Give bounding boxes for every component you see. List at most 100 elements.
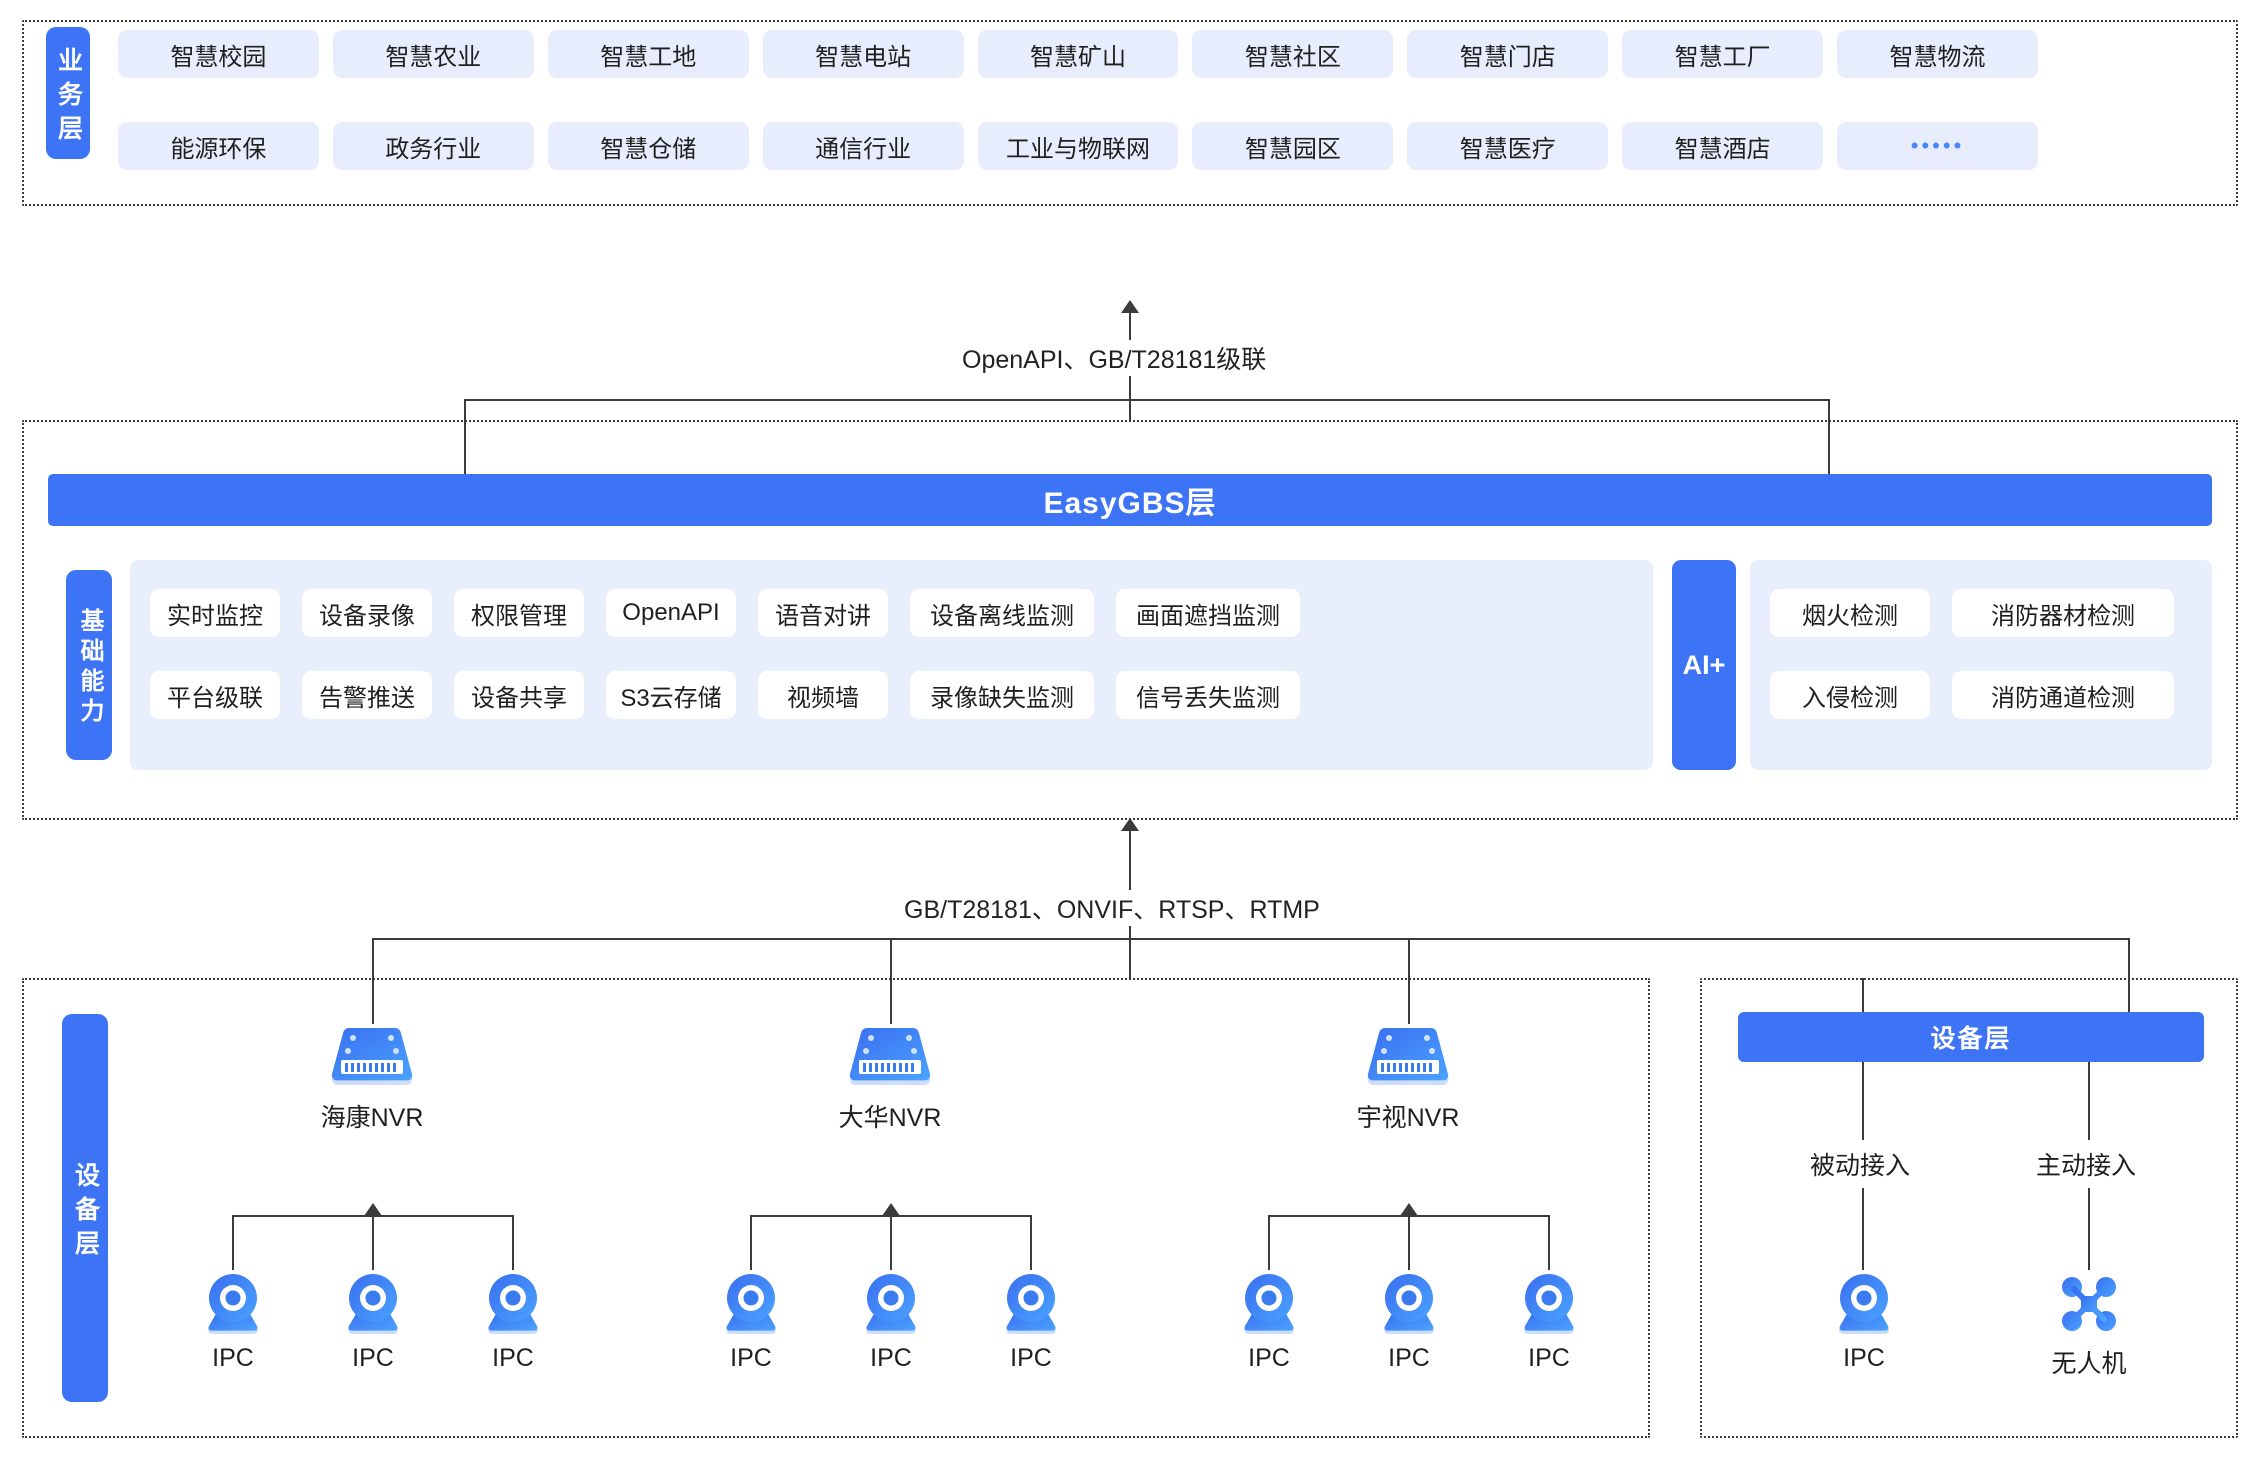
nvr-arrow-1 [364, 1203, 382, 1216]
ai-item[interactable]: 消防器材检测 [1952, 589, 2174, 637]
capability-item[interactable]: 实时监控 [150, 589, 280, 637]
device-layer-left-container [22, 978, 1650, 1438]
business-item[interactable]: 智慧矿山 [977, 30, 1179, 78]
business-item[interactable]: 智慧医疗 [1407, 122, 1609, 170]
capability-item[interactable]: 画面遮挡监测 [1116, 589, 1300, 637]
drone-node[interactable]: 无人机 [2049, 1270, 2129, 1380]
nvr-node[interactable]: 海康NVR [312, 1022, 432, 1134]
connector-bottom-branch-4 [2128, 938, 2130, 1012]
nvr-icon [849, 1028, 931, 1085]
business-item[interactable]: 智慧园区 [1192, 122, 1394, 170]
business-item[interactable]: 智慧社区 [1192, 30, 1394, 78]
ipc-node[interactable]: IPC [1514, 1270, 1584, 1373]
ipc-node[interactable]: IPC [1374, 1270, 1444, 1373]
business-item[interactable]: 智慧酒店 [1622, 122, 1824, 170]
business-item[interactable]: 智慧物流 [1837, 30, 2038, 78]
ai-item[interactable]: 入侵检测 [1770, 671, 1930, 719]
ipc-label: IPC [352, 1344, 394, 1372]
capability-item[interactable]: 视频墙 [758, 671, 888, 719]
direct-ipc-label: IPC [1843, 1344, 1885, 1372]
nvr-label: 大华NVR [838, 1104, 942, 1132]
ipc-branch-2b [890, 1215, 892, 1270]
business-item[interactable]: 智慧电站 [762, 30, 964, 78]
ipc-label: IPC [492, 1344, 534, 1372]
ipc-label: IPC [212, 1344, 254, 1372]
ipc-branch-3a [1268, 1215, 1270, 1270]
business-item[interactable]: 政务行业 [332, 122, 534, 170]
direct-ipc-node[interactable]: IPC [1829, 1270, 1899, 1373]
ipc-node[interactable]: IPC [338, 1270, 408, 1373]
capability-item[interactable]: 权限管理 [454, 589, 584, 637]
nvr-arrow-3 [1400, 1203, 1418, 1216]
ipc-branch-1b [372, 1215, 374, 1270]
ipc-camera-icon [726, 1274, 776, 1334]
business-item[interactable]: 智慧农业 [332, 30, 534, 78]
nvr-node[interactable]: 宇视NVR [1348, 1022, 1468, 1134]
direct-bus [1862, 938, 2130, 940]
capability-item[interactable]: OpenAPI [606, 589, 736, 637]
ipc-label: IPC [1528, 1344, 1570, 1372]
capability-item[interactable]: 平台级联 [150, 671, 280, 719]
ipc-branch-1c [512, 1215, 514, 1270]
ai-item[interactable]: 消防通道检测 [1952, 671, 2174, 719]
ipc-node[interactable]: IPC [1234, 1270, 1304, 1373]
connector-top-bus [464, 399, 1830, 401]
ipc-node[interactable]: IPC [478, 1270, 548, 1373]
capability-item[interactable]: 语音对讲 [758, 589, 888, 637]
ipc-node[interactable]: IPC [856, 1270, 926, 1373]
capability-panel: 实时监控 设备录像 权限管理 OpenAPI 语音对讲 设备离线监测 画面遮挡监… [130, 560, 1653, 770]
connector-bottom-bus [372, 938, 2130, 940]
nvr-node[interactable]: 大华NVR [830, 1022, 950, 1134]
business-item[interactable]: 智慧门店 [1407, 30, 1609, 78]
business-layer-grid: 智慧校园 智慧农业 智慧工地 智慧电站 智慧矿山 智慧社区 智慧门店 智慧工厂 … [118, 30, 2038, 170]
business-item[interactable]: 智慧工地 [547, 30, 749, 78]
capability-item[interactable]: 设备共享 [454, 671, 584, 719]
ipc-branch-1a [232, 1215, 234, 1270]
drone-label: 无人机 [2051, 1350, 2127, 1378]
business-item[interactable]: 通信行业 [762, 122, 964, 170]
capability-item[interactable]: 设备录像 [302, 589, 432, 637]
ipc-node[interactable]: IPC [198, 1270, 268, 1373]
business-item[interactable]: 工业与物联网 [977, 122, 1179, 170]
business-item[interactable]: 智慧仓储 [547, 122, 749, 170]
device-layer-title-bar: 设备层 [1738, 1012, 2204, 1062]
ipc-node[interactable]: IPC [996, 1270, 1066, 1373]
device-layer-right-container [1700, 978, 2238, 1438]
connector-bottom-branch-1 [372, 938, 374, 1024]
active-access-label: 主动接入 [2026, 1140, 2147, 1188]
connector-bottom-arrow [1121, 818, 1139, 831]
capability-item[interactable]: 设备离线监测 [910, 589, 1094, 637]
drone-icon [2062, 1277, 2116, 1331]
capability-item[interactable]: 告警推送 [302, 671, 432, 719]
capability-item[interactable]: 录像缺失监测 [910, 671, 1094, 719]
connector-top-arrow [1121, 300, 1139, 313]
ai-item[interactable]: 烟火检测 [1770, 589, 1930, 637]
ipc-node[interactable]: IPC [716, 1270, 786, 1373]
easygbs-title-bar: EasyGBS层 [48, 474, 2212, 526]
ipc-branch-2a [750, 1215, 752, 1270]
business-layer-label: 业务层 [46, 27, 90, 159]
nvr-icon [331, 1028, 413, 1085]
nvr-label: 海康NVR [320, 1104, 424, 1132]
business-item[interactable]: 能源环保 [118, 122, 319, 170]
ipc-label: IPC [730, 1344, 772, 1372]
connector-top-label: OpenAPI、GB/T28181级联 [948, 340, 1281, 376]
business-item-more[interactable]: ••••• [1837, 122, 2038, 170]
business-item[interactable]: 智慧校园 [118, 30, 319, 78]
business-item[interactable]: 智慧工厂 [1622, 30, 1824, 78]
connector-bottom-branch-3 [1408, 938, 1410, 1024]
ipc-camera-icon [1244, 1274, 1294, 1334]
ipc-camera-icon [488, 1274, 538, 1334]
ipc-camera-icon [348, 1274, 398, 1334]
nvr-label: 宇视NVR [1356, 1104, 1460, 1132]
nvr-icon [1367, 1028, 1449, 1085]
capability-item[interactable]: S3云存储 [606, 671, 736, 719]
connector-top-branch-right [1828, 399, 1830, 474]
ipc-camera-icon [1384, 1274, 1434, 1334]
capability-layer-label: 基础能力 [66, 570, 112, 760]
capability-item[interactable]: 信号丢失监测 [1116, 671, 1300, 719]
ipc-label: IPC [1388, 1344, 1430, 1372]
ai-plus-tag: AI+ [1672, 560, 1736, 770]
nvr-arrow-2 [882, 1203, 900, 1216]
direct-branch-passive-top [1862, 978, 1864, 1012]
